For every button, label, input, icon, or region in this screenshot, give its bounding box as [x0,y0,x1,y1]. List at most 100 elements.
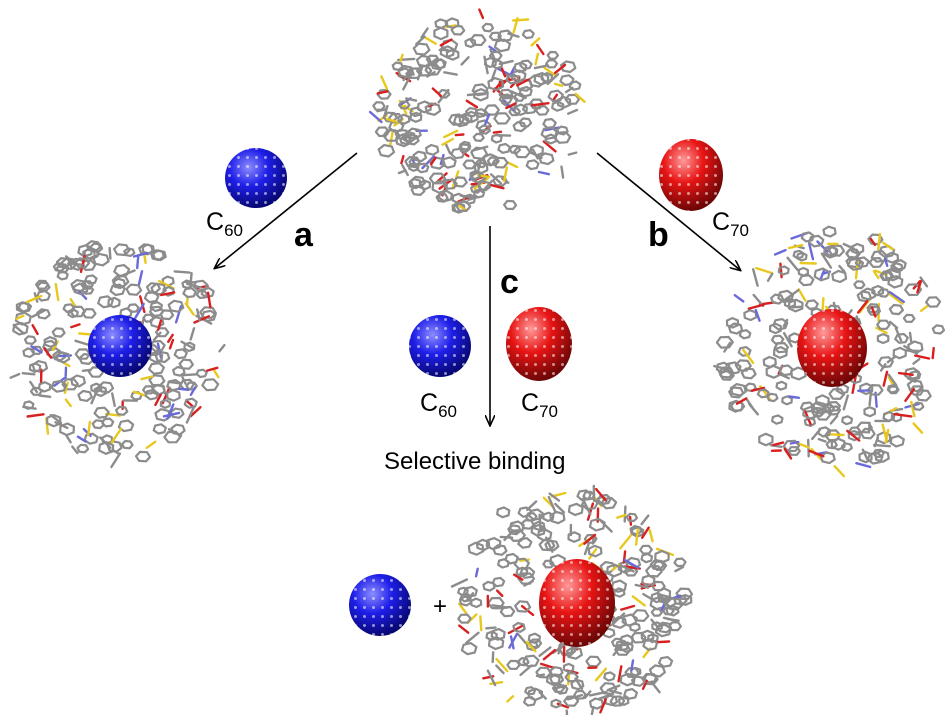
cage-bond [467,195,479,202]
cage-bond [43,347,53,359]
cage-ring [850,242,865,255]
cage-ring [894,332,909,344]
cage-ring [52,262,66,272]
cage-ring [497,29,514,42]
cage-ring [148,374,166,387]
cage-bond [888,293,904,305]
cage-bond [783,288,800,302]
cage-bond [506,695,515,703]
cage-bond [783,447,793,460]
selective-binding-caption: Selective binding [384,448,565,475]
cage-bond [499,535,514,539]
cage-bond [454,133,465,137]
cage-ring [621,613,638,627]
cage-bond [140,375,154,381]
cage-ring [469,170,481,181]
cage-ring [606,563,623,578]
cage-bond [376,90,389,95]
cage-bond [380,75,389,90]
cage-bond [619,564,635,573]
cage-ring [43,336,58,348]
cage-bond [495,589,504,598]
cage-ring [142,385,156,395]
cage-ring [821,403,835,414]
cage-ring [892,346,907,360]
cage-ring [496,506,511,519]
cage-ring [631,609,650,622]
cage-ring [770,293,785,305]
cage-ring [182,287,197,299]
cage-bond [376,108,387,113]
cage-bond [912,422,924,434]
cage-ring [668,621,682,632]
cage-bond [887,376,894,386]
cage-ring [728,386,745,399]
cage-bond [26,294,43,304]
cage-ring [514,600,532,613]
cage-ring [782,439,801,453]
cage-ring [743,309,758,322]
cage-ring [406,127,422,140]
cage-ring [195,368,208,379]
cage-ring [167,299,185,313]
cage-bond [674,565,685,573]
cage-ring [405,67,423,79]
cage-ring [462,159,477,170]
cage-bond [623,558,639,569]
cage-bond [797,288,807,302]
cage-ring [588,517,606,532]
cage-bond [117,269,136,279]
cage-bond [599,698,607,714]
cage-ring [887,275,904,289]
cage-bond [132,390,147,397]
cage-bond [38,394,52,398]
cage-bond [827,433,845,437]
cage-bond [110,392,116,407]
cage-bond [821,297,825,313]
formula-letter: C [206,208,224,236]
cage-ring [528,638,543,649]
cage-ring [437,189,454,203]
cage-ring [109,283,126,297]
cage-bond [508,632,519,649]
cage-bond [616,513,627,519]
cage-bond [791,305,802,309]
cage-bond [583,533,597,545]
cage-bond [519,664,533,677]
cage-bond [910,400,916,418]
cage-ring [148,362,165,375]
cage-ring [98,441,115,455]
cage-ring [409,111,423,123]
cage-bond [634,528,640,546]
cage-ring [619,641,634,653]
cage-ring [673,557,687,568]
cage-bond [141,316,146,326]
cage-ring [567,531,581,543]
cage-ring [815,394,830,408]
cage-bond [505,160,519,169]
cage-ring [490,627,506,641]
cage-ring [645,564,663,578]
cage-ring [478,124,491,135]
cage-ring [445,17,460,30]
cage-bond [594,667,607,682]
cage-ring [460,642,478,656]
cage-bond [478,8,485,20]
cage-bond [870,306,877,318]
cage-ring [482,580,496,592]
cage-bond [808,242,815,261]
cage-ring [528,508,544,521]
cage-ring [787,446,801,456]
cage-bond [912,358,921,365]
cage-bond [159,291,176,297]
cage-bond [206,291,212,309]
cage-bond [479,615,483,632]
cage-ring [397,113,411,125]
cage-ring [437,89,451,99]
cage-ring [149,305,165,317]
cage-bond [26,413,45,418]
cage-bond [193,315,211,324]
cage-bond [919,276,929,288]
cage-ring [470,597,483,609]
cage-ring [914,389,932,402]
